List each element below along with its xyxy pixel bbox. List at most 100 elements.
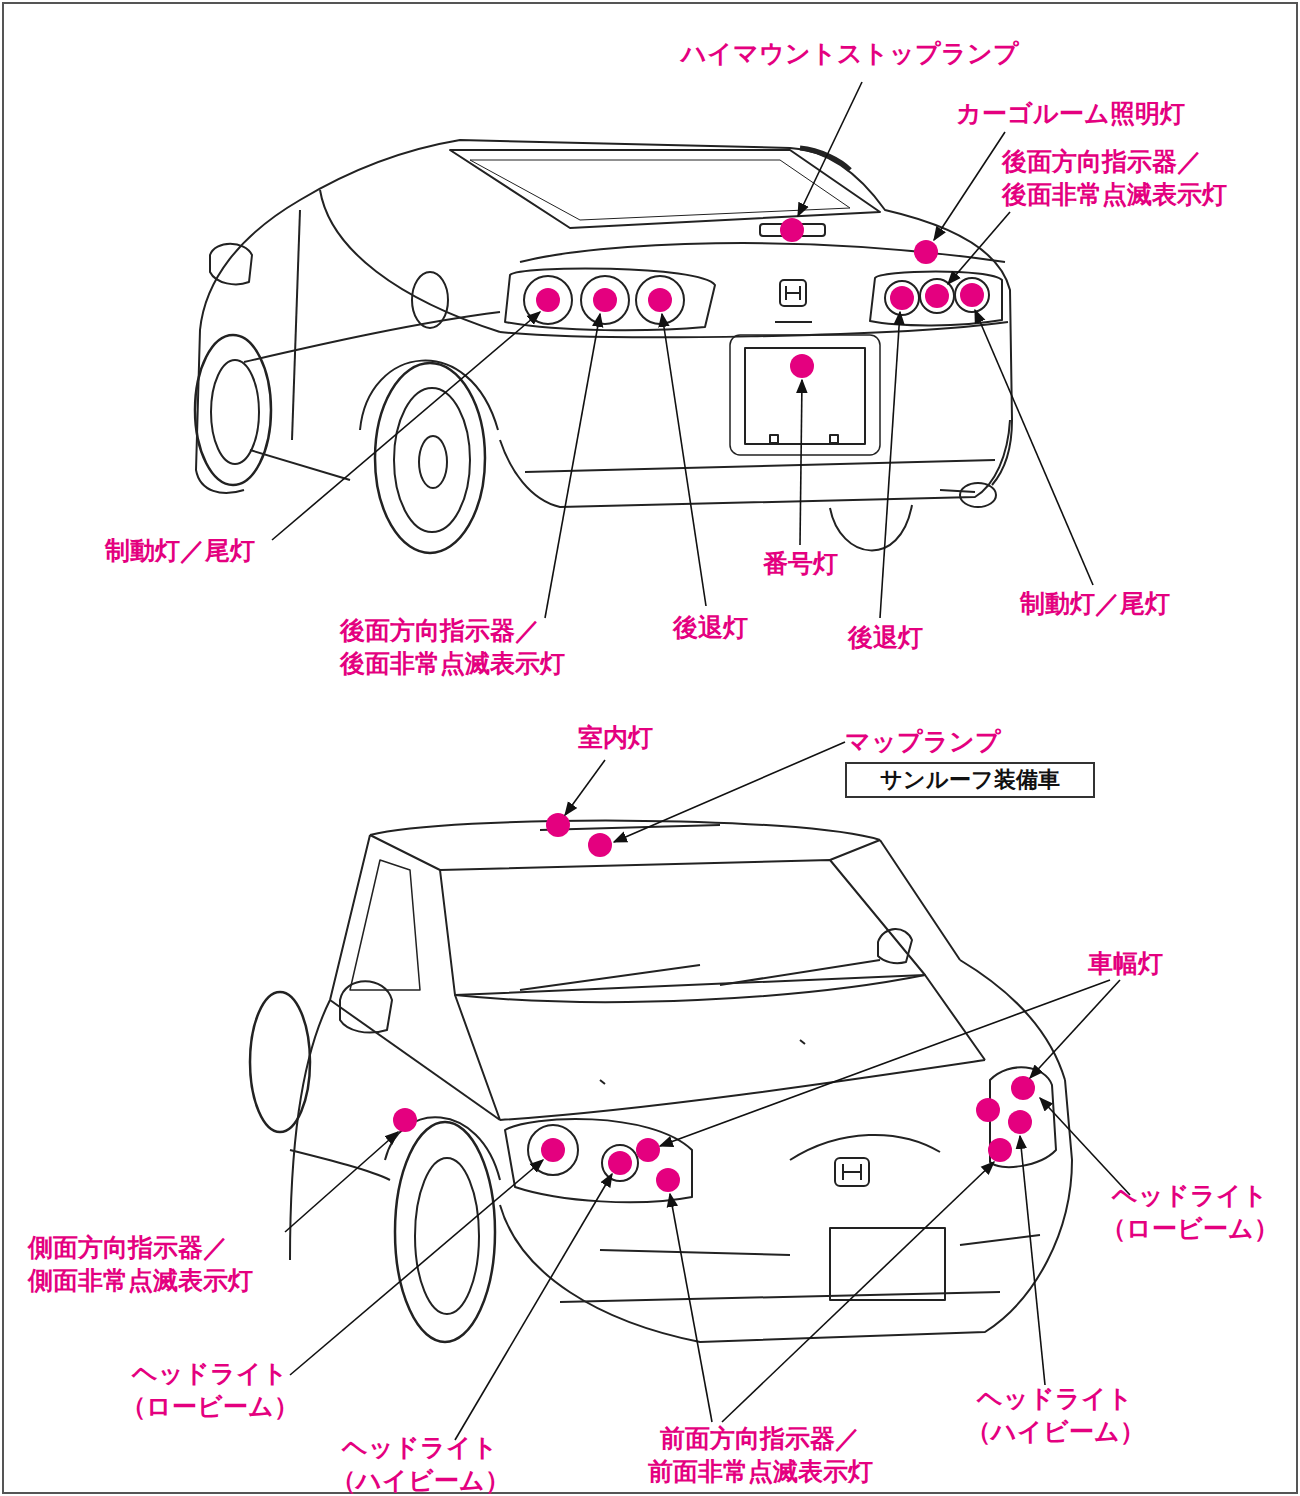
- lamp-marker: [536, 288, 560, 312]
- front-car-outline: [455, 975, 985, 1120]
- front-car-outline: [600, 1040, 805, 1084]
- front-car-outline: [600, 1235, 1040, 1255]
- lamp-marker: [1008, 1110, 1032, 1134]
- lamp-marker: [790, 354, 814, 378]
- leader-line: [614, 742, 845, 842]
- front-car-outline: [505, 1119, 692, 1202]
- lamp-label: 後面方向指示器／ 後面非常点滅表示灯: [340, 615, 620, 680]
- rear-car-outline: [581, 276, 629, 324]
- front-car-outline: [350, 860, 420, 990]
- rear-car-outline: [196, 330, 244, 493]
- rear-car-outline: [524, 276, 572, 324]
- leader-line: [934, 132, 1005, 240]
- front-car-outline: [500, 1080, 1072, 1342]
- rear-car-outline: [830, 505, 912, 550]
- rear-car-outline: [450, 150, 880, 228]
- rear-car-outline: [775, 321, 812, 323]
- lamp-label: 制動灯／尾灯: [70, 535, 290, 568]
- leader-line: [1020, 1136, 1045, 1385]
- lamp-label: 制動灯／尾灯: [985, 588, 1205, 621]
- rear-car-outline: [870, 272, 1002, 326]
- lamp-label: 後退灯: [825, 622, 945, 655]
- leader-line: [272, 312, 540, 540]
- leader-line: [1030, 980, 1120, 1078]
- lamp-marker: [1011, 1076, 1035, 1100]
- front-car-outline: [835, 1158, 869, 1186]
- leader-line: [1040, 1098, 1130, 1195]
- front-car-outline: [500, 1060, 985, 1120]
- lamp-marker: [656, 1168, 680, 1192]
- rear-car-outline: [525, 460, 995, 472]
- leader-line: [290, 1160, 543, 1375]
- lamp-label: 車幅灯: [1065, 948, 1185, 981]
- lamp-marker: [925, 284, 949, 308]
- lamp-marker: [914, 240, 938, 264]
- lamp-marker: [546, 813, 570, 837]
- lamp-marker: [988, 1138, 1012, 1162]
- lamp-marker: [588, 833, 612, 857]
- rear-car-outline: [636, 276, 684, 324]
- lamp-marker: [393, 218, 1035, 1192]
- lamp-marker: [648, 288, 672, 312]
- note-box: サンルーフ装備車: [845, 762, 1095, 798]
- front-car-outline: [878, 929, 912, 963]
- front-car-outline: [250, 992, 310, 1132]
- front-car-outline: [250, 821, 1072, 1342]
- front-car-outline: [528, 1125, 578, 1175]
- rear-car-outline: [244, 312, 500, 362]
- rear-car-outline: [375, 363, 485, 553]
- lamp-label: ヘッドライト （ハイビーム）: [945, 1383, 1165, 1448]
- rear-car-outline: [250, 450, 350, 480]
- lamp-marker: [890, 286, 914, 310]
- leader-line: [455, 1174, 612, 1440]
- rear-car-outline: [470, 160, 850, 220]
- front-car-outline: [602, 1145, 638, 1181]
- rear-car-outline: [211, 360, 259, 464]
- front-car-outline: [520, 960, 880, 990]
- front-car-outline: [330, 1000, 500, 1120]
- leader-line: [662, 314, 706, 606]
- rear-car-outline: [940, 490, 975, 492]
- leader-line: [670, 1194, 712, 1422]
- leader-line: [880, 312, 900, 618]
- rear-car-outline: [770, 435, 778, 443]
- rear-car-outline: [960, 483, 996, 507]
- lamp-label: 前面方向指示器／ 前面非常点滅表示灯: [600, 1423, 920, 1488]
- lamp-marker: [636, 1138, 660, 1162]
- rear-car-outline: [745, 348, 865, 444]
- rear-car-outline: [730, 335, 880, 455]
- leader-line: [272, 82, 1130, 1440]
- rear-car-outline: [292, 210, 300, 440]
- lamp-marker: [608, 1151, 632, 1175]
- rear-car-outline: [780, 280, 806, 306]
- rear-car-outline: [200, 140, 1012, 485]
- front-car-outline: [290, 1150, 390, 1180]
- leader-line: [948, 212, 1010, 284]
- leader-line: [798, 82, 862, 216]
- lamp-label: 側面方向指示器／ 側面非常点滅表示灯: [28, 1232, 328, 1297]
- lamp-label: カーゴルーム照明灯: [930, 98, 1210, 131]
- front-car-outline: [440, 860, 925, 995]
- lamp-label: ヘッドライト （ロービーム）: [1080, 1180, 1300, 1245]
- front-car-outline: [455, 975, 925, 1002]
- rear-car-outline: [500, 420, 1010, 507]
- front-car-outline: [340, 981, 392, 1032]
- rear-car-outline: [394, 388, 470, 532]
- rear-car-outline: [412, 272, 448, 328]
- lamp-marker: [541, 1138, 565, 1162]
- lamp-label: ヘッドライト （ロービーム）: [100, 1358, 320, 1423]
- front-car-outline: [960, 960, 1065, 1080]
- rear-car-outline: [505, 268, 715, 330]
- lamp-marker: [593, 288, 617, 312]
- front-car-outline: [790, 1135, 940, 1160]
- lamp-label: 室内灯: [555, 722, 675, 755]
- lamp-label: ハイマウントストップランプ: [640, 38, 1060, 71]
- rear-car-outline: [419, 436, 447, 488]
- rear-car-outline: [830, 435, 838, 443]
- lamp-label: ヘッドライト （ハイビーム）: [310, 1432, 530, 1496]
- front-car-outline: [395, 1122, 495, 1342]
- leader-line: [285, 1132, 398, 1232]
- front-car-outline: [843, 1164, 861, 1180]
- lamp-marker: [960, 283, 984, 307]
